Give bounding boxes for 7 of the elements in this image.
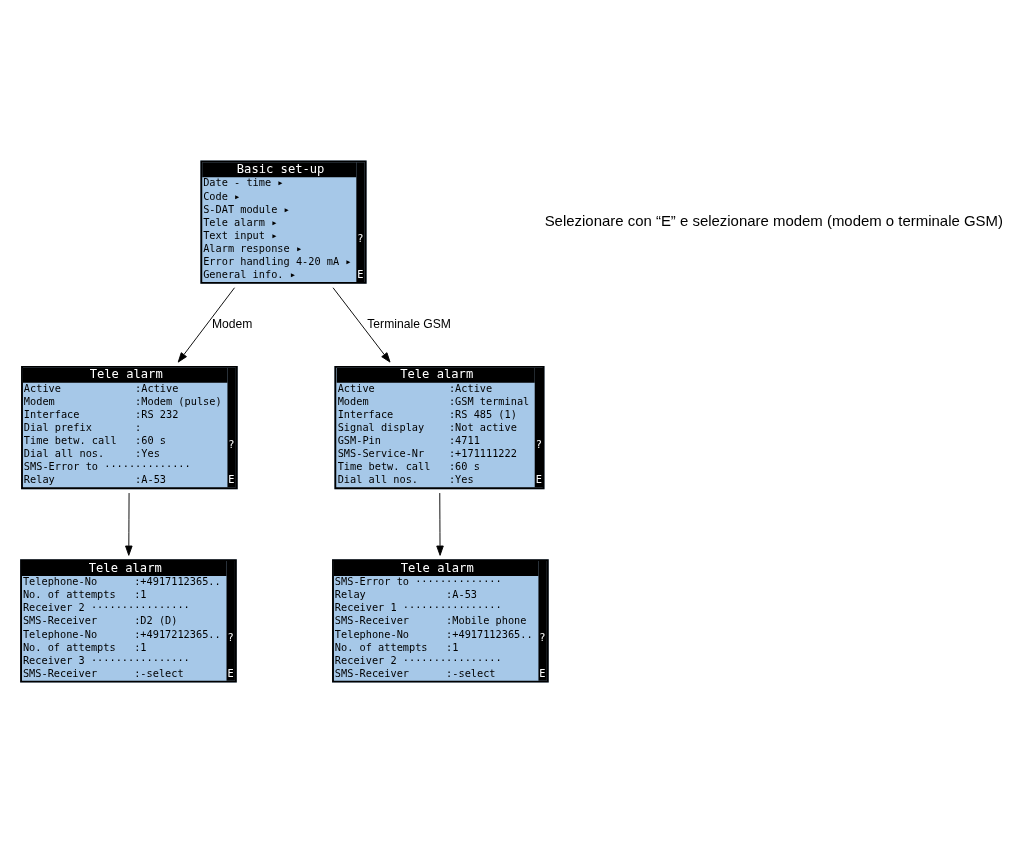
arrow [332,287,391,363]
arrow [177,287,235,363]
edge-label: Modem [211,317,253,332]
arrow [125,492,133,556]
arrow [436,492,444,556]
label: Selezionare con “E” e selezionare modem (modem o terminale GSM) [544,211,1003,229]
edge-label: Terminale GSM [367,317,451,332]
